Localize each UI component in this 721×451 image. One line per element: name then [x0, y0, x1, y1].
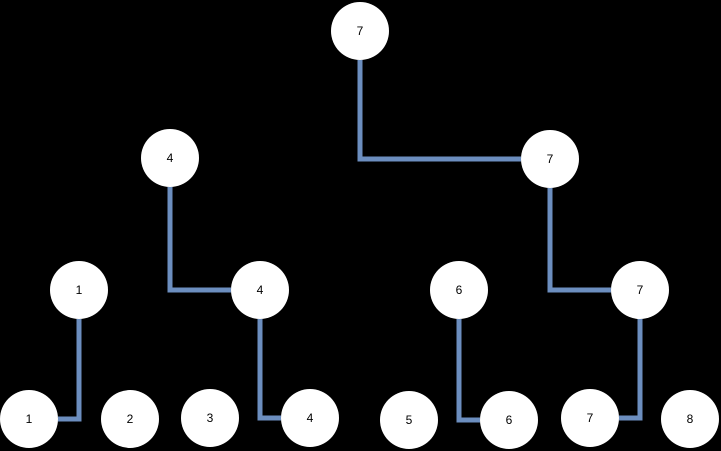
node-label: 6: [455, 283, 463, 297]
node-label: 3: [206, 411, 214, 425]
tree-node-level2-right: 7: [521, 130, 579, 188]
edge-root7-to-level2-7: [357, 60, 521, 162]
node-label: 7: [546, 152, 554, 166]
node-label: 6: [505, 413, 513, 427]
tree-node-level3-3: 6: [430, 261, 488, 319]
node-label: 8: [686, 412, 694, 426]
tree-node-level2-left: 4: [141, 129, 199, 187]
node-label: 4: [306, 411, 314, 425]
node-label: 7: [356, 24, 364, 38]
node-label: 7: [636, 283, 644, 297]
tree-leaf-1: 1: [0, 390, 58, 448]
node-label: 1: [75, 283, 83, 297]
node-label: 1: [25, 412, 33, 426]
edge-level3-4-to-leaf-4: [257, 319, 281, 421]
tree-leaf-4: 4: [281, 389, 339, 447]
edge-level2-4-to-level3-4: [167, 187, 231, 293]
node-label: 4: [256, 283, 264, 297]
tree-leaf-8: 8: [661, 390, 719, 448]
tree-node-level3-1: 1: [50, 261, 108, 319]
node-label: 4: [166, 151, 174, 165]
edge-level2-7-to-level3-7: [547, 188, 611, 293]
node-label: 5: [405, 413, 413, 427]
edge-level3-7-to-leaf-7: [619, 319, 643, 421]
edge-level3-6-to-leaf-6: [456, 319, 480, 423]
tree-leaf-3: 3: [181, 389, 239, 447]
node-label: 7: [586, 411, 594, 425]
tree-node-level3-2: 4: [231, 261, 289, 319]
node-label: 2: [126, 412, 134, 426]
edge-level3-1-to-leaf-1: [58, 319, 82, 422]
tree-leaf-6: 6: [480, 391, 538, 449]
tree-node-level3-4: 7: [611, 261, 669, 319]
tree-node-root: 7: [331, 2, 389, 60]
tree-leaf-5: 5: [380, 391, 438, 449]
tree-leaf-7: 7: [561, 389, 619, 447]
tree-leaf-2: 2: [101, 390, 159, 448]
